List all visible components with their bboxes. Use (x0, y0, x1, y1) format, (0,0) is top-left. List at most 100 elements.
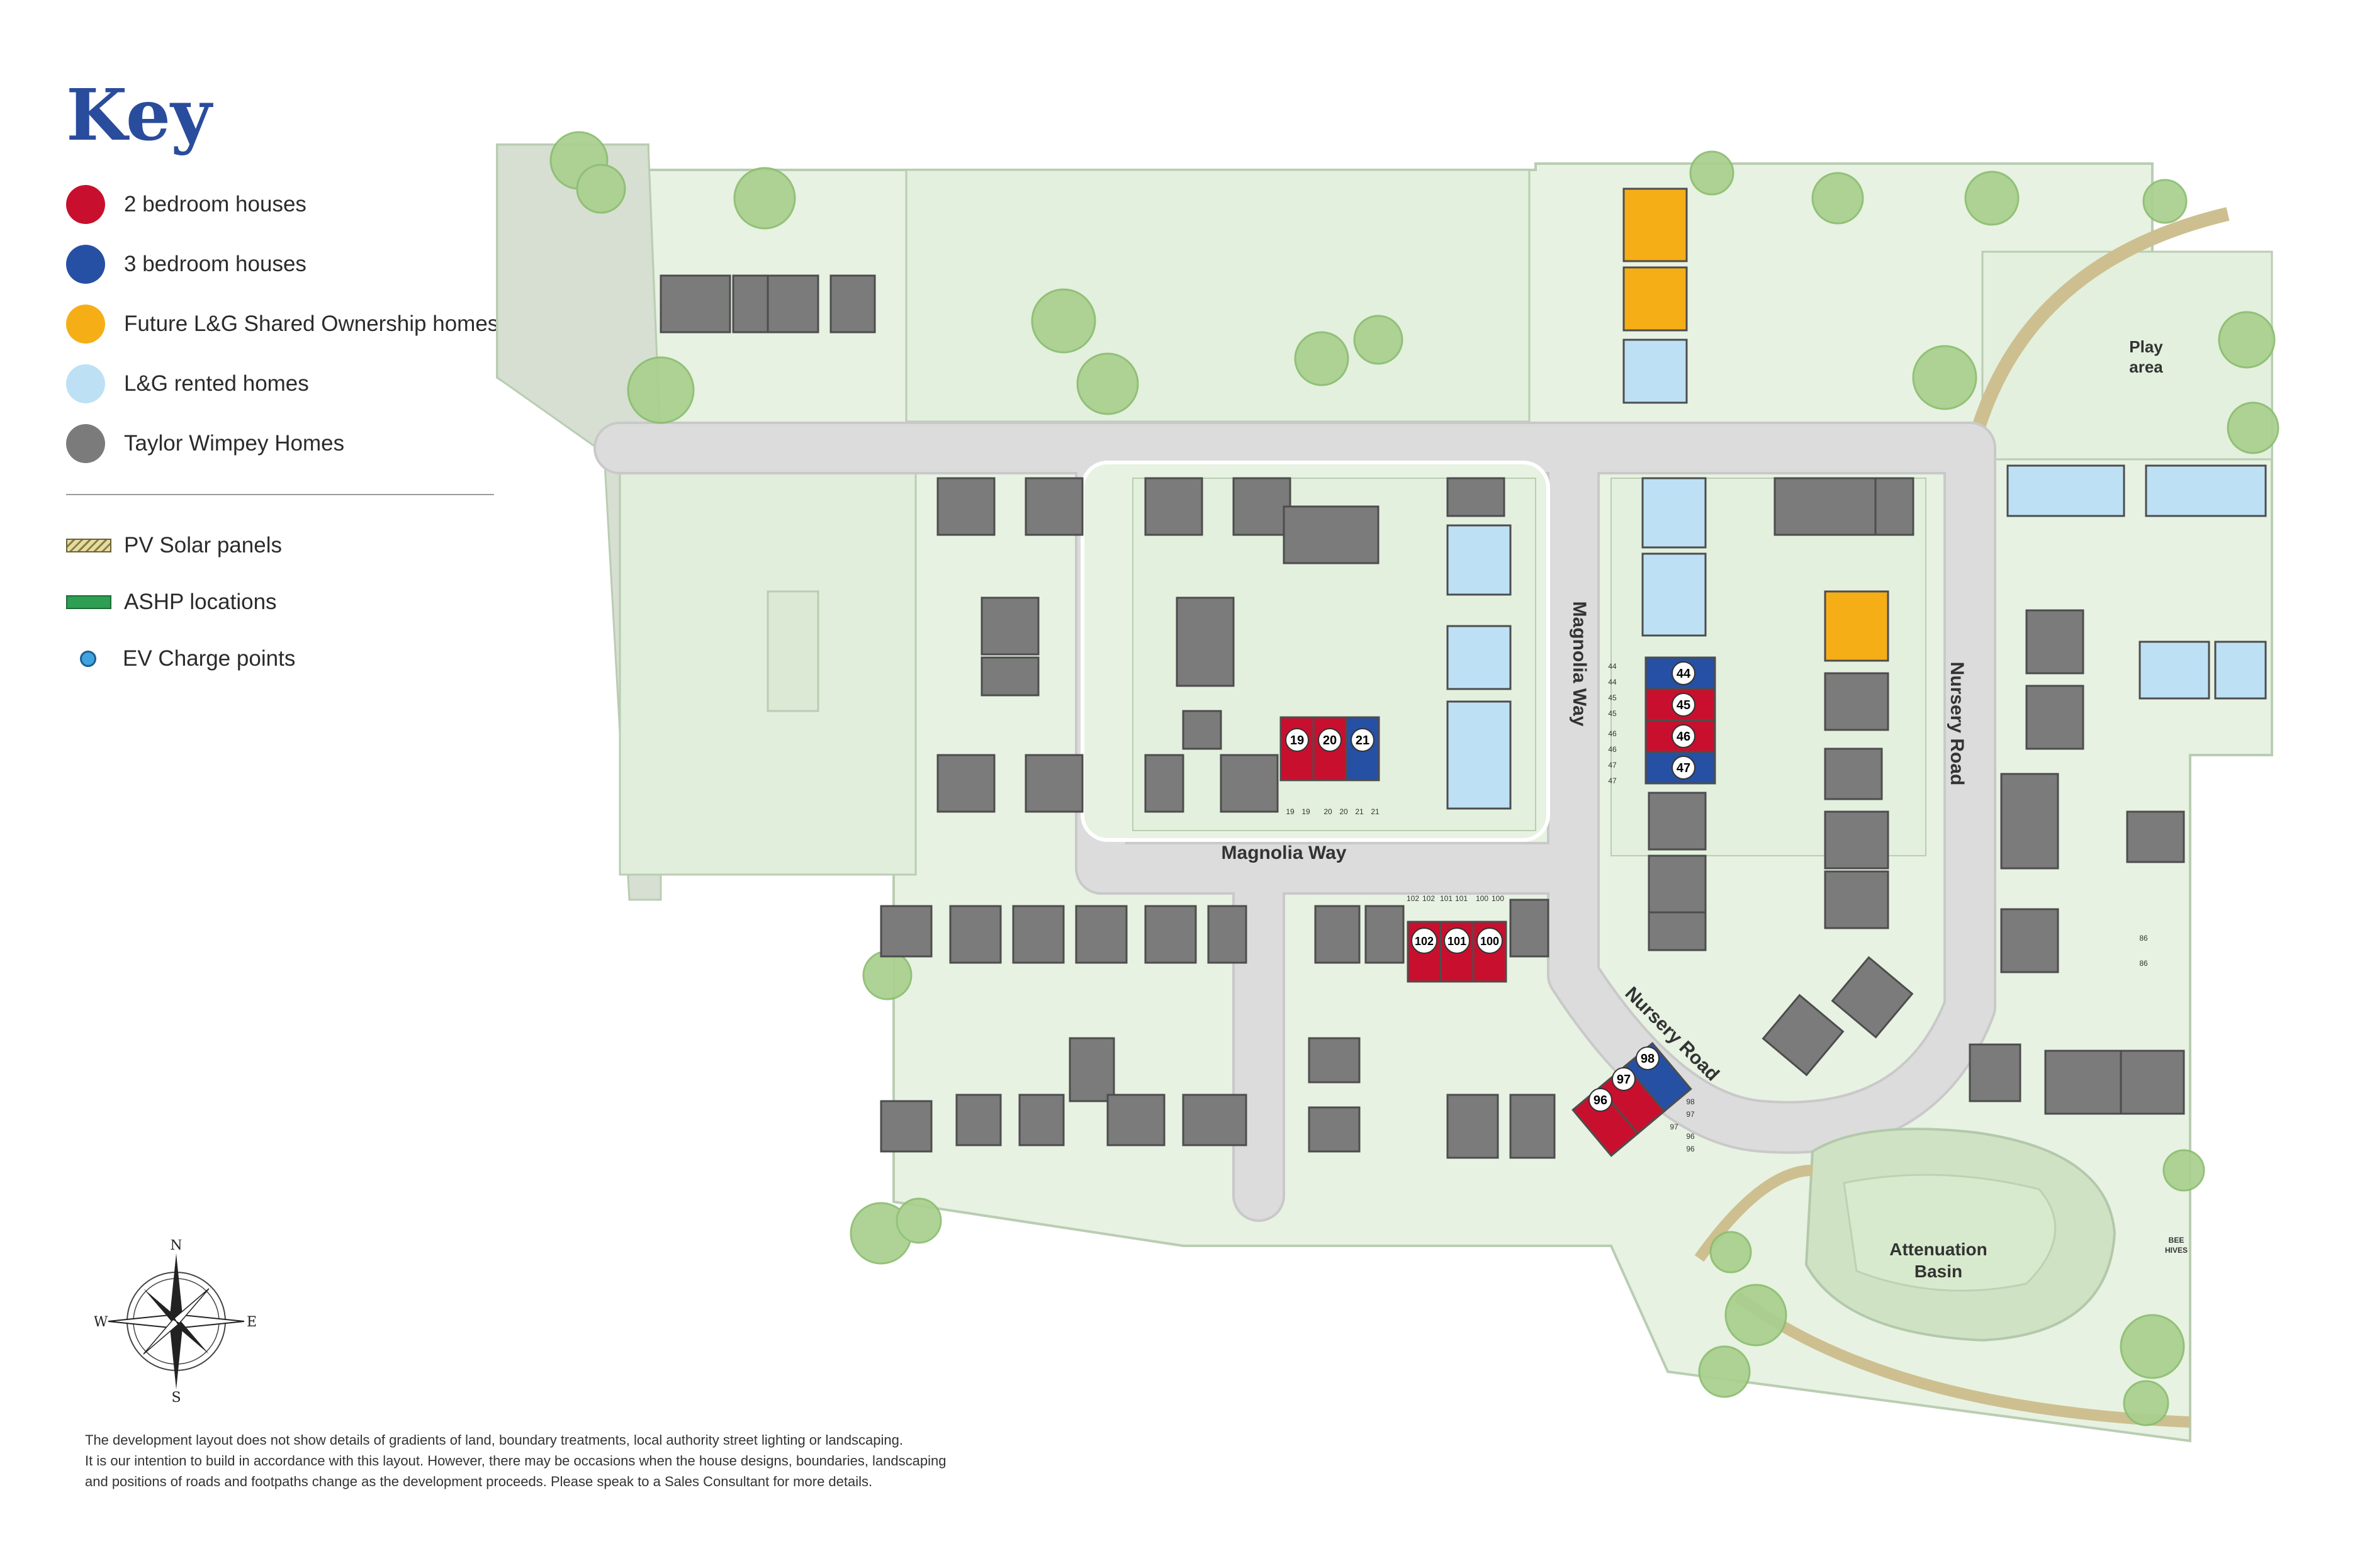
compass-rose: N S E W (94, 1240, 257, 1403)
road-label-magnolia-way: Magnolia Way (1222, 843, 1347, 863)
plot-number: 19 (1290, 734, 1304, 748)
disclaimer: The development layout does not show det… (85, 1430, 1167, 1492)
plot-number: 98 (1641, 1052, 1655, 1066)
trees (549, 131, 2279, 1426)
parking-label: 96 (1686, 1132, 1695, 1141)
parking-label: 102 (1407, 894, 1419, 903)
parking-label: 20 (1324, 807, 1332, 816)
plot-46: 46 (1672, 724, 1695, 748)
parking-label: 86 (2139, 959, 2148, 968)
plot-number: 46 (1677, 730, 1690, 744)
compass-star-icon (108, 1253, 245, 1389)
ashp-icon (66, 595, 111, 609)
plot-number: 102 (1415, 935, 1434, 948)
parking-label: 45 (1608, 693, 1617, 702)
key-label: Future L&G Shared Ownership homes (124, 311, 499, 336)
parking-label: 19 (1301, 807, 1310, 816)
disclaimer-line: It is our intention to build in accordan… (85, 1453, 947, 1469)
parking-label: 19 (1286, 807, 1295, 816)
key-divider (66, 494, 494, 495)
key-label: 2 bedroom houses (124, 192, 306, 216)
plot-number: 100 (1480, 935, 1499, 948)
plot-number: 44 (1677, 667, 1691, 681)
parking-label: 20 (1339, 807, 1348, 816)
parking-label: 21 (1355, 807, 1364, 816)
plot-number: 21 (1356, 734, 1369, 748)
key-item-2-bed: 2 bedroom houses (66, 182, 306, 227)
parking-label: 44 (1608, 678, 1617, 686)
plot-20: 20 (1318, 728, 1342, 752)
compass-south: S (171, 1390, 181, 1403)
plot-number: 96 (1593, 1094, 1607, 1107)
red-dot-icon (66, 185, 105, 224)
parking-label: 96 (1686, 1145, 1695, 1153)
parking-label: 102 (1422, 894, 1435, 903)
orange-dot-icon (66, 305, 105, 344)
parking-label: 97 (1670, 1123, 1678, 1131)
parking-label: 44 (1608, 662, 1617, 671)
plot-number: 45 (1677, 698, 1690, 712)
parking-label: 97 (1686, 1110, 1695, 1119)
parking-label: 101 (1455, 894, 1468, 903)
key-label: 3 bedroom houses (124, 252, 306, 276)
plot-102: 102 (1411, 927, 1437, 954)
plot-19: 19 (1285, 728, 1309, 752)
parking-label: 86 (2139, 934, 2148, 943)
plot-44: 44 (1672, 661, 1695, 685)
parking-label: 46 (1608, 729, 1617, 738)
attenuation-basin-label: Basin (1914, 1262, 1962, 1281)
play-area-label: area (2129, 357, 2163, 376)
parking-label: 100 (1476, 894, 1488, 903)
lg-rented-homes (1446, 339, 2267, 810)
key-label: EV Charge points (123, 646, 296, 671)
grey-dot-icon (66, 424, 105, 463)
compass-east: E (247, 1314, 257, 1330)
plot-number: 47 (1677, 761, 1690, 775)
compass-west: W (94, 1314, 108, 1330)
plot-96: 96 (1588, 1088, 1612, 1112)
plot-number: 101 (1447, 935, 1466, 948)
key-item-ashp: ASHP locations (66, 580, 277, 624)
key-title: Key (66, 74, 212, 157)
plot-number: 20 (1323, 734, 1337, 748)
parking-label: 47 (1608, 776, 1617, 785)
play-area-label: Play (2129, 337, 2163, 356)
plot-47: 47 (1672, 756, 1695, 780)
taylor-wimpey-houses (660, 274, 2185, 1159)
plot-21: 21 (1351, 728, 1374, 752)
plot-number-badges: 19 20 21 44 45 46 47 102 101 100 96 97 9… (1285, 661, 1695, 1112)
key-item-3-bed: 3 bedroom houses (66, 242, 306, 286)
parking-label: 46 (1608, 745, 1617, 754)
bee-hives-label: HIVES (2165, 1246, 2188, 1255)
disclaimer-line: and positions of roads and footpaths cha… (85, 1474, 873, 1489)
key-label: ASHP locations (124, 590, 277, 614)
key-item-ev: EV Charge points (66, 637, 295, 681)
plot-97: 97 (1612, 1067, 1636, 1091)
plot-101: 101 (1444, 927, 1470, 954)
parking-label: 45 (1608, 709, 1617, 718)
key-item-taylor-wimpey: Taylor Wimpey Homes (66, 422, 344, 466)
light-blue-dot-icon (66, 364, 105, 403)
bee-hives-label: BEE (2169, 1236, 2184, 1245)
ev-charge-icon (80, 651, 96, 667)
parking-labels: 19 19 20 20 21 21 102 102 101 101 100 10… (1286, 662, 2148, 1153)
key-item-shared-ownership: Future L&G Shared Ownership homes (66, 302, 498, 346)
parking-label: 101 (1440, 894, 1453, 903)
plot-number: 97 (1617, 1073, 1631, 1087)
plot-100: 100 (1476, 927, 1503, 954)
parking-label: 98 (1686, 1097, 1695, 1106)
key-label: L&G rented homes (124, 371, 309, 396)
plot-98: 98 (1636, 1046, 1660, 1070)
parking-label: 100 (1492, 894, 1504, 903)
parking-label: 47 (1608, 761, 1617, 770)
compass-north: N (170, 1240, 182, 1253)
key-item-solar: PV Solar panels (66, 524, 282, 568)
key-label: Taylor Wimpey Homes (124, 431, 345, 456)
parking-label: 21 (1371, 807, 1380, 816)
key-label: PV Solar panels (124, 533, 282, 557)
solar-panel-icon (66, 539, 111, 552)
plot-45: 45 (1672, 693, 1695, 717)
key-item-rented: L&G rented homes (66, 362, 309, 406)
future-shared-ownership-homes (1622, 188, 1889, 662)
road-label-magnolia-way-vertical: Magnolia Way (1569, 602, 1590, 727)
